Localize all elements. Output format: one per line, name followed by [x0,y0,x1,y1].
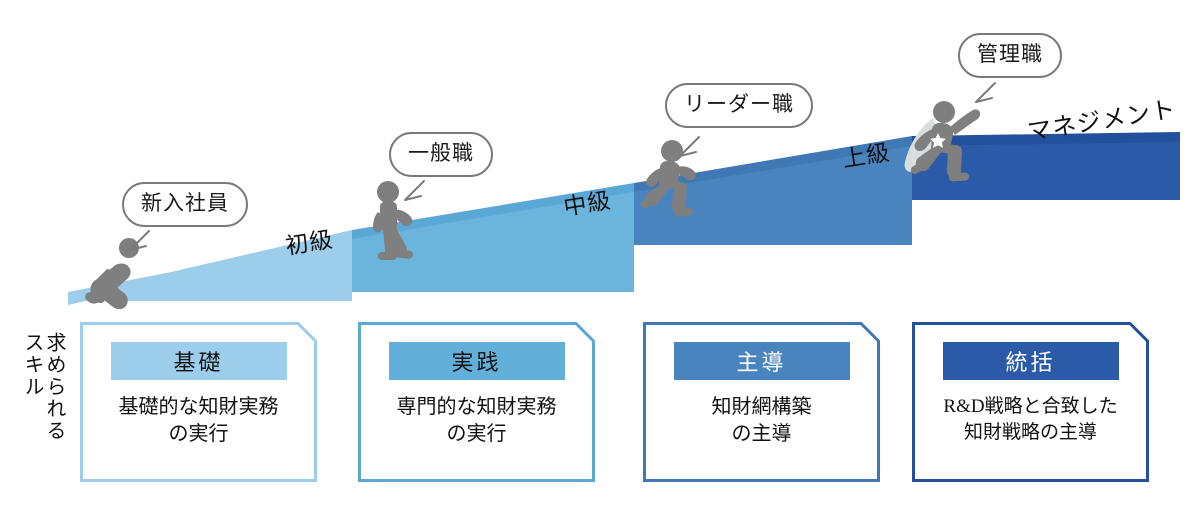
card-body-2: 専門的な知財実務 の実行 [397,394,557,448]
superhero-person-icon [904,101,981,182]
card-body-line-2: の実行 [168,423,229,445]
card-body-line-1: 専門的な知財実務 [396,396,557,418]
skill-caption-line1: 求められる [43,332,65,442]
card-body-line-1: 基礎的な知財実務 [118,396,279,418]
card-head-3: 主導 [673,342,850,380]
crawling-person-icon [85,238,139,310]
card-body-line-1: R&D戦略と合致した [943,396,1118,417]
required-skill-caption: 求められる スキル [12,332,74,504]
ramp-rule-4 [912,132,1180,146]
bubble-stage-4: 管理職 [958,33,1062,78]
ramp-rule-1 [68,230,352,305]
ramp-rule-2 [352,183,634,239]
ramp-rule-line [68,132,1180,305]
card-head-4: 統括 [942,342,1119,380]
ramp-wedge-4 [912,140,1180,200]
skill-card-2[interactable]: 実践 専門的な知財実務 の実行 [358,322,595,482]
skill-card-4[interactable]: 統括 R&D戦略と合致した 知財戦略の主導 [912,322,1149,482]
walking-person-icon [373,181,413,260]
chest-star-icon [930,133,946,148]
card-body-line-2: の実行 [446,423,507,445]
bubble-stage-3: リーダー職 [665,83,813,128]
bubble-tail-3 [679,136,700,157]
card-body-line-2: 知財戦略の主導 [963,421,1097,443]
bubble-tail-4 [975,82,996,103]
card-body-line-1: 知財網構築 [711,396,812,418]
bubble-stage-2: 一般職 [389,132,493,177]
card-body-line-2: の主導 [731,423,792,445]
ramp-wedges [68,140,1180,301]
card-body-4: R&D戦略と合致した 知財戦略の主導 [943,394,1117,445]
ramp-rule-3 [634,136,912,192]
ramp-wedge-3 [634,143,912,245]
card-head-2: 実践 [388,342,565,380]
skill-caption-line2: スキル [21,332,43,398]
bubble-stage-1: 新入社員 [122,182,248,227]
card-body-3: 知財網構築 の主導 [712,394,812,448]
card-head-1: 基礎 [110,342,287,380]
skill-card-3[interactable]: 主導 知財網構築 の主導 [643,322,880,482]
bubble-tail-2 [404,180,425,201]
card-body-1: 基礎的な知財実務 の実行 [119,394,279,448]
running-person-icon [640,140,696,217]
bubble-tail-1 [129,230,150,251]
skill-card-1[interactable]: 基礎 基礎的な知財実務 の実行 [80,322,317,482]
ramp-wedge-2 [352,190,634,292]
